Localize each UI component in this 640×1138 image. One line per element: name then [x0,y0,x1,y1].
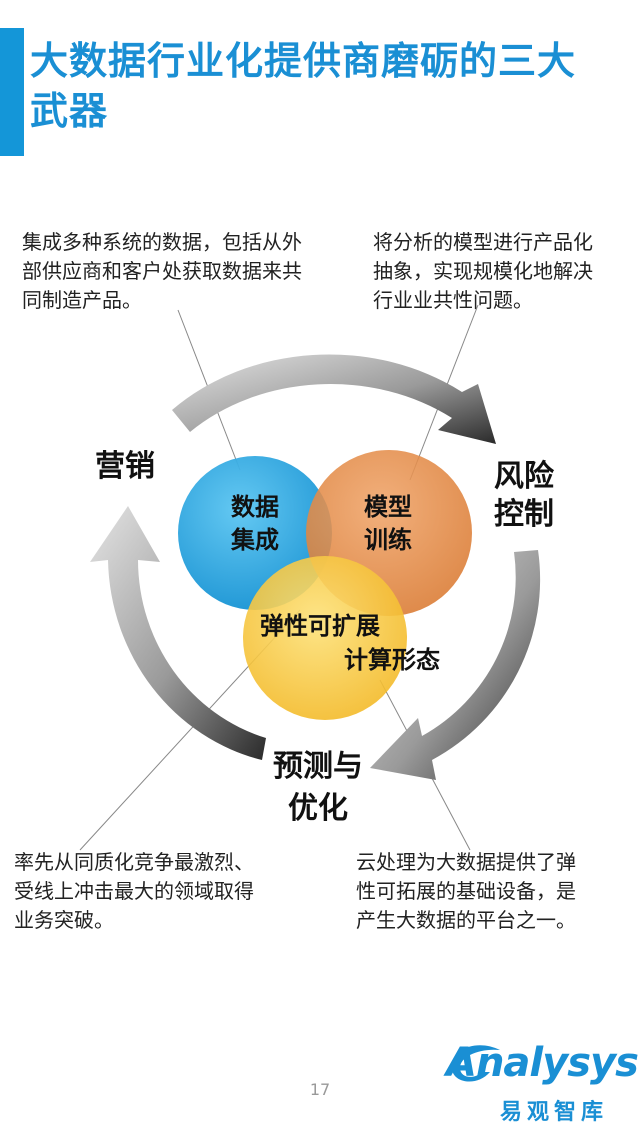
note-cloud-processing: 云处理为大数据提供了弹 性可拓展的基础设备，是 产生大数据的平台之一。 [356,848,576,935]
note-line: 同制造产品。 [22,288,142,312]
circle-label: 训练 [364,526,412,554]
cycle-label-predict: 优化 [288,791,348,826]
logo-cn: 易观智库 [499,1100,608,1125]
note-data-integration: 集成多种系统的数据，包括从外 部供应商和客户处获取数据来共 同制造产品。 [22,228,302,315]
page-title: 大数据行业化提供商磨砺的三大 武器 [30,36,630,136]
note-line: 性可拓展的基础设备，是 [356,879,576,903]
cycle-label-risk: 控制 [494,497,554,532]
note-line: 行业业共性问题。 [373,288,533,312]
circle-label: 数据 [231,493,279,521]
circle-label: 集成 [230,526,279,554]
note-line: 抽象，实现规模化地解决 [373,259,593,283]
title-accent-bar [0,28,24,156]
note-line: 云处理为大数据提供了弹 [356,850,576,874]
cycle-label-marketing: 营销 [95,449,155,484]
cycle-label-risk: 风险 [494,459,555,494]
note-line: 率先从同质化竞争最激烈、 [14,850,254,874]
circle-label: 计算形态 [344,646,440,674]
note-line: 产生大数据的平台之一。 [356,908,576,932]
logo-swoosh-icon [451,1045,500,1082]
cycle-arrow-left [90,506,266,760]
logo-name: Analysys [446,1040,639,1086]
note-breakthrough: 率先从同质化竞争最激烈、 受线上冲击最大的领域取得 业务突破。 [14,848,254,935]
page-title-line-1: 大数据行业化提供商磨砺的三大 [30,39,577,83]
cycle-label-predict: 预测与 [273,749,363,784]
note-line: 受线上冲击最大的领域取得 [14,879,254,903]
circle-label: 弹性可扩展 [260,612,380,640]
note-line: 将分析的模型进行产品化 [373,230,593,254]
cycle-arrow-right [370,550,541,780]
analysys-logo: Analysys 易观智库 [446,1036,639,1126]
circle-elastic-computing [243,556,407,720]
note-model-training: 将分析的模型进行产品化 抽象，实现规模化地解决 行业业共性问题。 [373,228,593,315]
cycle-arrow-top [172,354,496,444]
note-line: 集成多种系统的数据，包括从外 [22,230,302,254]
page-number: 17 [309,1080,331,1099]
note-line: 业务突破。 [14,908,114,932]
circle-label: 模型 [364,493,412,521]
page-title-line-2: 武器 [30,89,109,133]
note-line: 部供应商和客户处获取数据来共 [22,259,302,283]
